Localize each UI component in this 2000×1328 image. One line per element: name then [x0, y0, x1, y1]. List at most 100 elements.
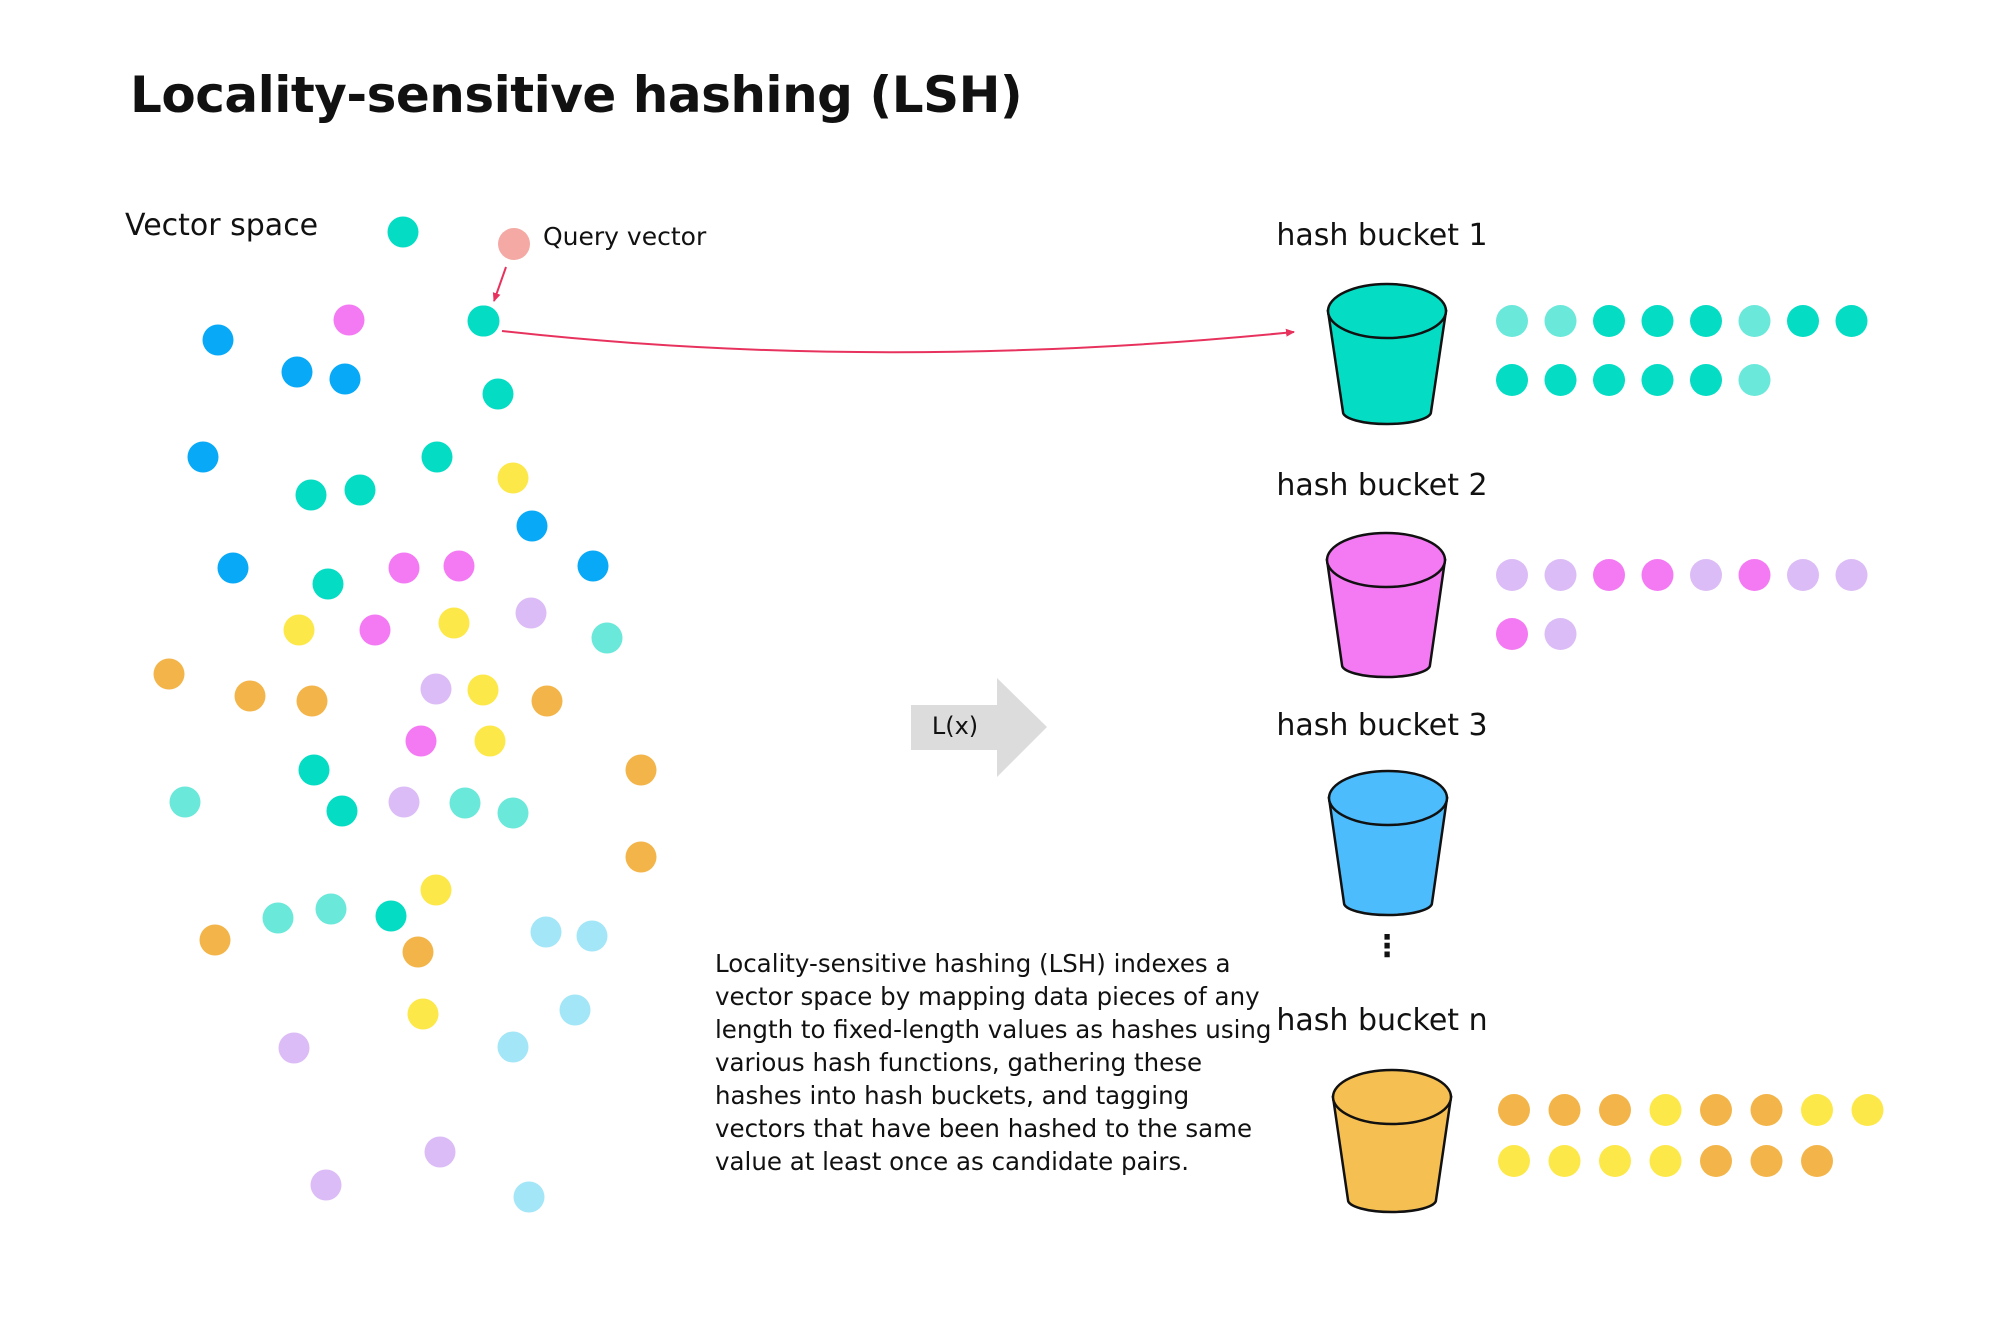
- bucket-dot: [1738, 559, 1771, 591]
- bucket-dot: [1544, 364, 1577, 396]
- bucket-label-2: hash bucket 2: [1276, 468, 1488, 503]
- bucket-dot: [1835, 559, 1868, 591]
- bucket-dot: [1738, 305, 1771, 337]
- bucket-label-n: hash bucket n: [1276, 1003, 1488, 1038]
- bucket-dot: [1787, 305, 1819, 337]
- bucket-label-1: hash bucket 1: [1276, 218, 1488, 253]
- bucket-dot: [1835, 305, 1868, 337]
- description: Locality-sensitive hashing (LSH) indexes…: [715, 949, 1272, 1176]
- bucket-dot: [1700, 1145, 1732, 1177]
- bucket-icon: [1327, 796, 1449, 917]
- vector-dot: [298, 754, 330, 786]
- bucket-dot: [1599, 1094, 1631, 1126]
- bucket-dot: [1548, 1145, 1581, 1177]
- vector-dot: [467, 674, 499, 706]
- bucket-dot: [1801, 1145, 1833, 1177]
- vector-dot: [405, 725, 437, 757]
- vector-dot: [202, 324, 234, 356]
- vector-dot: [296, 685, 328, 717]
- bucket-dot: [1496, 559, 1528, 591]
- vector-dot: [625, 754, 657, 786]
- vector-dot: [513, 1181, 545, 1213]
- vector-dot: [344, 474, 376, 506]
- bucket-dot: [1498, 1094, 1530, 1126]
- vector-dot: [295, 479, 327, 511]
- vector-dot: [402, 936, 434, 968]
- vector-dot: [388, 786, 420, 818]
- hash-buckets: [1325, 282, 1453, 1214]
- bucket-dot: [1690, 364, 1722, 396]
- vector-dot: [577, 550, 609, 582]
- vector-dot: [217, 552, 249, 584]
- vector-dot: [420, 673, 452, 705]
- vector-dot: [438, 607, 470, 639]
- bucket-dot: [1593, 305, 1625, 337]
- bucket-dot: [1750, 1145, 1783, 1177]
- bucket-dot: [1801, 1094, 1833, 1126]
- vector-dot: [530, 916, 562, 948]
- bucket-dot: [1700, 1094, 1732, 1126]
- bucket-dot: [1544, 559, 1577, 591]
- page-title: Locality-sensitive hashing (LSH): [130, 66, 1023, 124]
- query-target-dot: [467, 305, 499, 337]
- bucket-dot: [1787, 559, 1819, 591]
- bucket-dot: [1593, 364, 1625, 396]
- bucket-rim: [1327, 769, 1449, 827]
- vector-dot: [407, 998, 439, 1030]
- bucket-dot: [1851, 1094, 1884, 1126]
- vector-space-dots: [153, 216, 657, 1213]
- query-vector-dot: [498, 228, 530, 260]
- bucket-dot: [1641, 364, 1674, 396]
- vector-dot: [153, 658, 185, 690]
- transform-arrow: [911, 678, 1047, 777]
- bucket-dot: [1599, 1145, 1631, 1177]
- bucket-label-3: hash bucket 3: [1276, 708, 1488, 743]
- bucket-dot: [1690, 305, 1722, 337]
- query-pointer-arrow: [492, 266, 507, 302]
- vector-dot: [497, 797, 529, 829]
- vector-dot: [387, 216, 419, 248]
- vector-dot: [420, 874, 452, 906]
- vector-dot: [329, 363, 361, 395]
- bucket-dot: [1738, 364, 1771, 396]
- vector-dot: [449, 787, 481, 819]
- vector-dot: [187, 441, 219, 473]
- vector-dot: [169, 786, 201, 818]
- vector-dot: [199, 924, 231, 956]
- bucket-icon: [1331, 1095, 1453, 1214]
- vector-dot: [388, 552, 420, 584]
- vector-dot: [359, 614, 391, 646]
- vector-dot: [531, 685, 563, 717]
- bucket-rim: [1325, 531, 1447, 589]
- vector-dot: [278, 1032, 310, 1064]
- vector-dot: [591, 622, 623, 654]
- bucket-icon: [1325, 558, 1447, 679]
- query-vector-label: Query vector: [543, 222, 707, 251]
- bucket-dots: [1496, 305, 1884, 1177]
- bucket-dot: [1641, 559, 1674, 591]
- vector-dot: [559, 994, 591, 1026]
- bucket-dot: [1496, 305, 1528, 337]
- vector-dot: [326, 795, 358, 827]
- vector-dot: [421, 441, 453, 473]
- bucket-rim: [1331, 1068, 1453, 1126]
- vector-space-label: Vector space: [125, 208, 319, 243]
- bucket-dot: [1593, 559, 1625, 591]
- vector-dot: [482, 378, 514, 410]
- vector-dot: [515, 597, 547, 629]
- vector-dot: [310, 1169, 342, 1201]
- bucket-dot: [1641, 305, 1674, 337]
- bucket-dot: [1649, 1094, 1682, 1126]
- vector-dot: [283, 614, 315, 646]
- bucket-dot: [1496, 364, 1528, 396]
- vector-dot: [576, 920, 608, 952]
- vector-dot: [497, 1031, 529, 1063]
- vector-dot: [375, 900, 407, 932]
- bucket-dot: [1498, 1145, 1530, 1177]
- bucket-dot: [1750, 1094, 1783, 1126]
- bucket-icon: [1326, 309, 1448, 426]
- vector-dot: [474, 725, 506, 757]
- vector-dot: [333, 304, 365, 336]
- vector-dot: [281, 356, 313, 388]
